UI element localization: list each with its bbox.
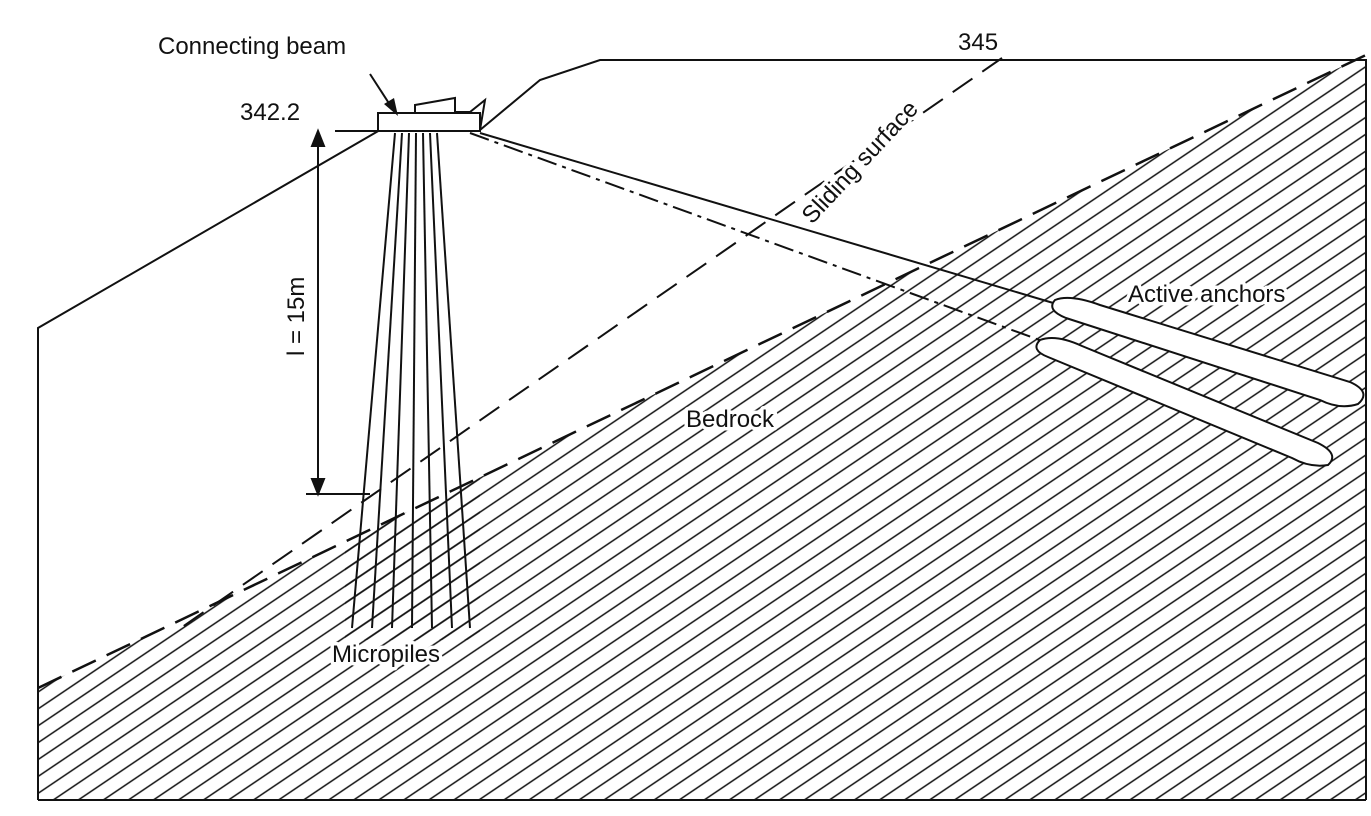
- micropiles-label: Micropiles: [332, 641, 440, 668]
- length-dimension: [306, 128, 370, 497]
- ground-profile: [37, 59, 1367, 801]
- elevation-left-label: 342.2: [240, 99, 300, 126]
- elevation-right-label: 345: [958, 29, 998, 56]
- sliding-surface-line: [174, 57, 1003, 633]
- connecting-beam-label: Connecting beam: [158, 33, 346, 60]
- length-label: l = 15m: [283, 277, 310, 356]
- sliding-surface-label: Sliding surface: [797, 96, 924, 230]
- bedrock-boundary-line: [37, 53, 1367, 690]
- bedrock-label: Bedrock: [686, 406, 775, 433]
- connecting-beam: [335, 96, 487, 132]
- active-anchors-label: Active anchors: [1128, 281, 1285, 308]
- connecting-beam-leader: [369, 73, 398, 116]
- active-anchors: [469, 132, 1365, 467]
